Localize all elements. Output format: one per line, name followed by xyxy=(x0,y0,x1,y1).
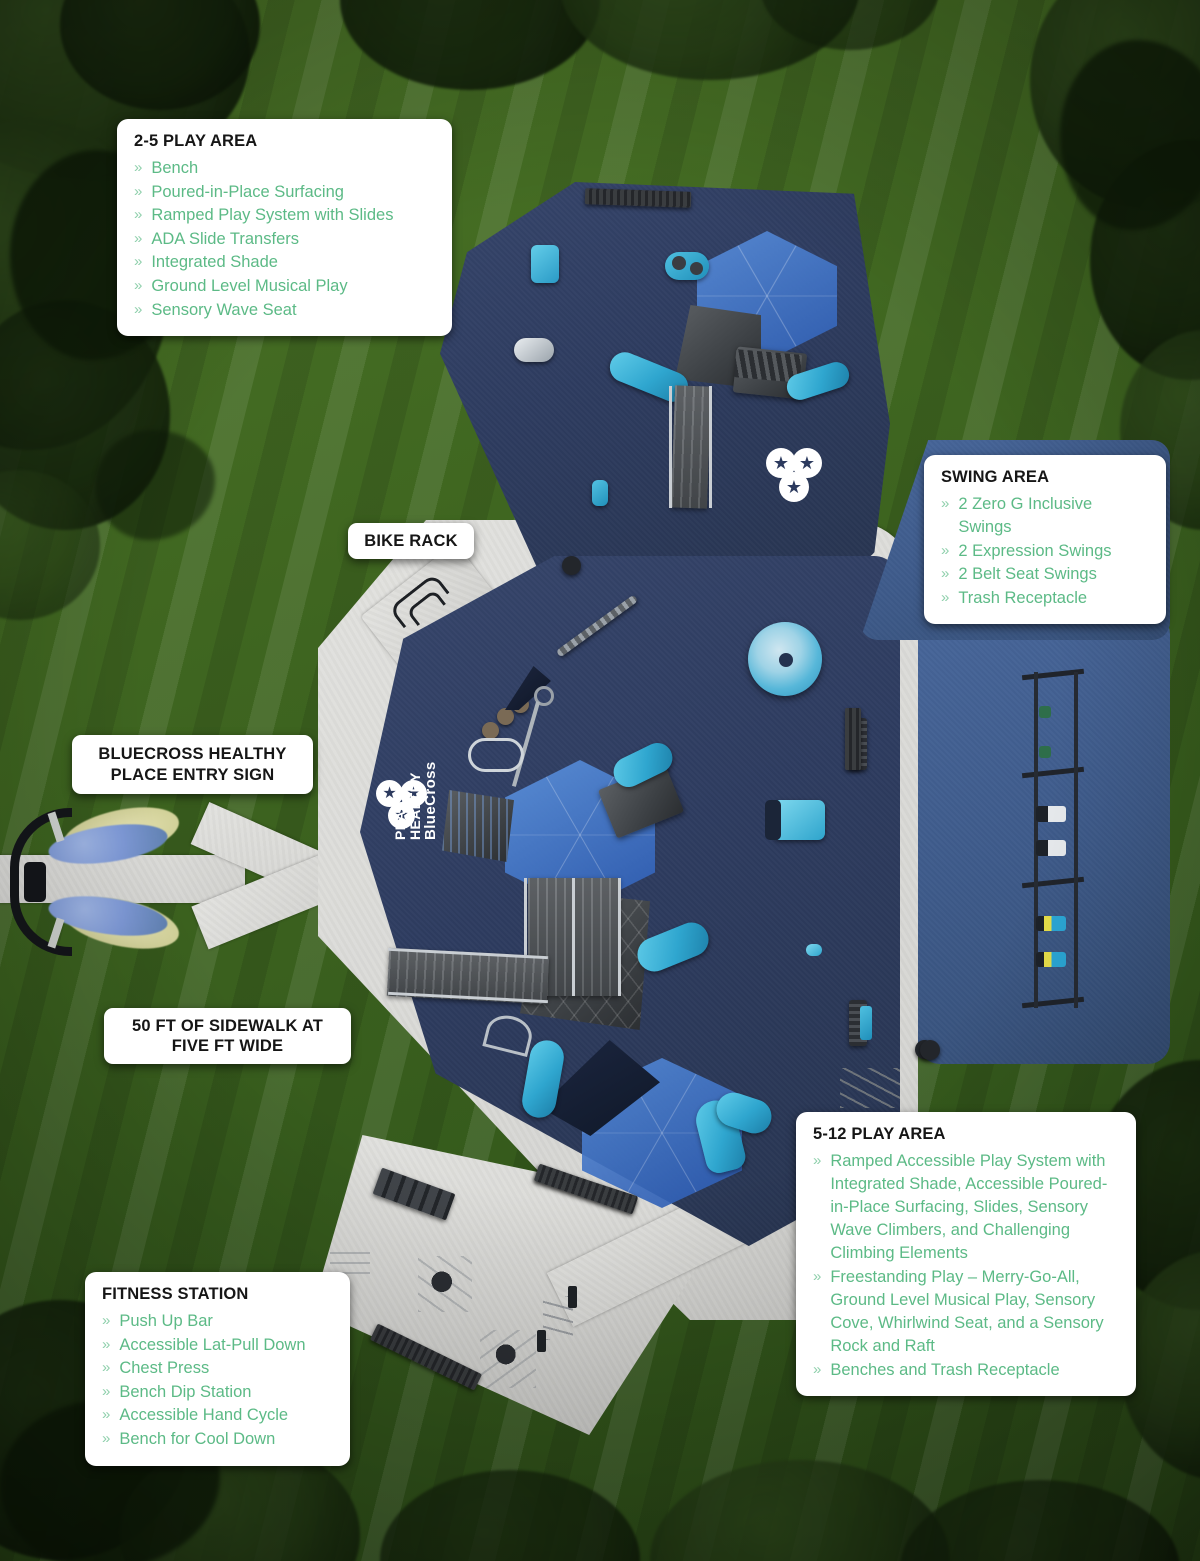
bullet-glyph: » xyxy=(134,276,143,294)
list-item: » Integrated Shade xyxy=(134,251,435,274)
bullet-glyph: » xyxy=(102,1406,111,1424)
list-item-label: Accessible Lat-Pull Down xyxy=(119,1335,306,1354)
list-item: » Accessible Lat-Pull Down xyxy=(102,1334,333,1357)
bullet-glyph: » xyxy=(102,1335,111,1353)
list-item: » Freestanding Play – Merry-Go-All, Grou… xyxy=(813,1266,1119,1358)
callout-list: » Ramped Accessible Play System with Int… xyxy=(813,1150,1119,1382)
list-item-label: Sensory Wave Seat xyxy=(151,300,297,319)
list-item: » 2 Expression Swings xyxy=(941,540,1149,563)
bullet-glyph: » xyxy=(134,253,143,271)
list-item-label: Ground Level Musical Play xyxy=(151,276,348,295)
tag-entry-sign: BLUECROSS HEALTHY PLACE ENTRY SIGN xyxy=(72,735,313,794)
list-item: » Ramped Play System with Slides xyxy=(134,204,435,227)
list-item-label: ADA Slide Transfers xyxy=(151,229,299,248)
callout-list: » Push Up Bar » Accessible Lat-Pull Down… xyxy=(102,1310,333,1451)
bullet-glyph: » xyxy=(134,229,143,247)
bullet-glyph: » xyxy=(134,300,143,318)
list-item: » Push Up Bar xyxy=(102,1310,333,1333)
callout-play-area-5-12: 5-12 PLAY AREA » Ramped Accessible Play … xyxy=(796,1112,1136,1397)
callout-fitness-station: FITNESS STATION » Push Up Bar » Accessib… xyxy=(85,1272,350,1466)
list-item-label: Ramped Accessible Play System with Integ… xyxy=(830,1152,1108,1263)
list-item: » Trash Receptacle xyxy=(941,587,1149,610)
list-item-label: Bench for Cool Down xyxy=(119,1429,276,1448)
bullet-glyph: » xyxy=(102,1359,111,1377)
bullet-glyph: » xyxy=(134,182,143,200)
bullet-glyph: » xyxy=(813,1267,822,1285)
list-item-label: Bench Dip Station xyxy=(119,1382,252,1401)
bullet-glyph: » xyxy=(941,495,950,512)
list-item-label: Poured-in-Place Surfacing xyxy=(151,182,344,201)
list-item-label: Push Up Bar xyxy=(119,1312,213,1330)
bullet-glyph: » xyxy=(941,565,950,583)
callout-list: » 2 Zero G Inclusive Swings » 2 Expressi… xyxy=(941,493,1149,610)
callout-title: FITNESS STATION xyxy=(102,1285,249,1303)
callout-swing-area: SWING AREA » 2 Zero G Inclusive Swings »… xyxy=(924,455,1166,625)
list-item: » Ground Level Musical Play xyxy=(134,275,435,298)
list-item-label: Freestanding Play – Merry-Go-All, Ground… xyxy=(830,1267,1104,1356)
list-item: » Bench xyxy=(134,157,435,180)
bullet-glyph: » xyxy=(102,1382,111,1400)
list-item-label: Chest Press xyxy=(119,1359,210,1378)
tag-bike-rack: BIKE RACK xyxy=(348,523,474,559)
list-item-label: Integrated Shade xyxy=(151,253,278,272)
list-item-label: Accessible Hand Cycle xyxy=(119,1406,289,1425)
callout-play-area-2-5: 2-5 PLAY AREA » Bench » Poured-in-Place … xyxy=(117,119,452,337)
list-item-label: 2 Belt Seat Swings xyxy=(958,565,1097,584)
list-item: » Sensory Wave Seat xyxy=(134,299,435,322)
list-item-label: Ramped Play System with Slides xyxy=(151,206,394,225)
list-item: » ADA Slide Transfers xyxy=(134,228,435,251)
list-item-label: Trash Receptacle xyxy=(958,588,1088,607)
list-item-label: 2 Expression Swings xyxy=(958,541,1112,560)
list-item: » Bench for Cool Down xyxy=(102,1428,333,1451)
list-item-label: 2 Zero G Inclusive Swings xyxy=(958,495,1093,537)
list-item: » 2 Zero G Inclusive Swings xyxy=(941,493,1149,539)
callout-title: 2-5 PLAY AREA xyxy=(134,132,258,150)
bullet-glyph: » xyxy=(941,588,950,606)
list-item: » Poured-in-Place Surfacing xyxy=(134,181,435,204)
list-item: » Chest Press xyxy=(102,1357,333,1380)
bullet-glyph: » xyxy=(134,206,143,224)
callout-title: SWING AREA xyxy=(941,468,1050,486)
list-item: » Accessible Hand Cycle xyxy=(102,1404,333,1427)
bullet-glyph: » xyxy=(813,1152,822,1169)
list-item: » 2 Belt Seat Swings xyxy=(941,563,1149,586)
callout-title: 5-12 PLAY AREA xyxy=(813,1125,946,1143)
bullet-glyph: » xyxy=(102,1429,111,1447)
tag-sidewalk: 50 FT OF SIDEWALK AT FIVE FT WIDE xyxy=(104,1008,351,1064)
bullet-glyph: » xyxy=(102,1312,111,1329)
list-item: » Ramped Accessible Play System with Int… xyxy=(813,1150,1119,1265)
bullet-glyph: » xyxy=(813,1360,822,1378)
callout-list: » Bench » Poured-in-Place Surfacing » Ra… xyxy=(134,157,435,322)
list-item-label: Benches and Trash Receptacle xyxy=(830,1360,1060,1379)
bullet-glyph: » xyxy=(134,159,143,176)
list-item: » Bench Dip Station xyxy=(102,1381,333,1404)
bullet-glyph: » xyxy=(941,541,950,559)
list-item: » Benches and Trash Receptacle xyxy=(813,1359,1119,1382)
list-item-label: Bench xyxy=(151,159,199,177)
